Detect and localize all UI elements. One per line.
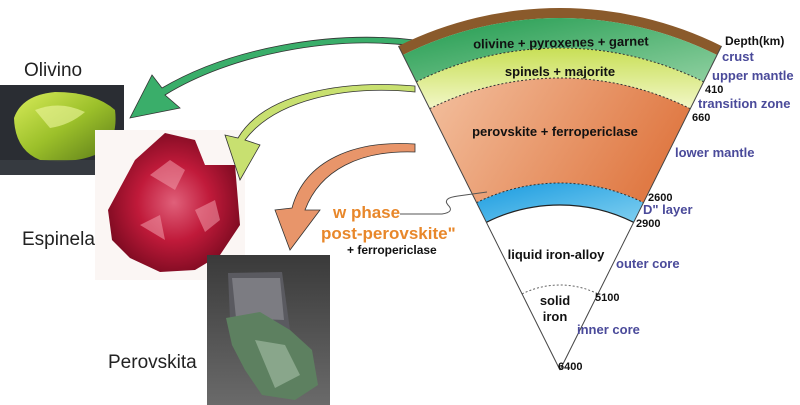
post-perovskite-line3: + ferropericlase bbox=[347, 243, 437, 257]
layer-label-lower-mantle: perovskite + ferropericlase bbox=[472, 124, 638, 139]
boundary-5100 bbox=[521, 284, 599, 295]
zone-label-inner-core: inner core bbox=[577, 322, 640, 337]
depth-header: Depth(km) bbox=[725, 34, 784, 48]
crust-band bbox=[398, 7, 722, 55]
boundary-410 bbox=[416, 47, 704, 83]
layer-label-inner-core-1: solid bbox=[540, 293, 570, 308]
spinel-arrow bbox=[224, 84, 416, 181]
earth-wedge bbox=[398, 7, 722, 371]
post-perovskite-line2: post-perovskite" bbox=[321, 224, 456, 243]
perovskite-arrow bbox=[274, 143, 416, 251]
spinel-photo bbox=[95, 130, 245, 280]
lower-mantle-band bbox=[429, 78, 691, 203]
wedge-left-edge bbox=[398, 45, 561, 371]
zone-label-crust: crust bbox=[722, 49, 754, 64]
boundary-2600 bbox=[476, 182, 644, 204]
layer-label-outer-core: liquid iron-alloy bbox=[508, 247, 606, 262]
zone-label-upper-mantle: upper mantle bbox=[712, 68, 794, 83]
depth-2900: 2900 bbox=[636, 218, 660, 230]
upper-mantle-band bbox=[402, 18, 718, 82]
core-band bbox=[486, 205, 634, 370]
post-perovskite-leader bbox=[400, 191, 488, 215]
perovskite-photo bbox=[207, 255, 330, 405]
layer-label-transition-zone: spinels + majorite bbox=[505, 64, 615, 79]
mineral-label-spinel: Espinela bbox=[22, 229, 95, 250]
mineral-label-perovskite: Perovskita bbox=[108, 352, 197, 373]
depth-5100: 5100 bbox=[595, 292, 619, 304]
layer-label-inner-core-2: iron bbox=[543, 309, 568, 324]
transition-zone-band bbox=[416, 48, 704, 109]
depth-6400: 6400 bbox=[558, 361, 582, 373]
olivine-arrow bbox=[129, 36, 416, 119]
zone-label-transition-zone: transition zone bbox=[698, 96, 790, 111]
layer-label-upper-mantle: olivine + pyroxenes + garnet bbox=[473, 33, 649, 51]
post-perovskite-line1: w phase bbox=[332, 203, 400, 222]
depth-2600: 2600 bbox=[648, 192, 672, 204]
boundary-2900 bbox=[486, 204, 634, 223]
d-layer-band bbox=[476, 182, 644, 223]
zone-label-outer-core: outer core bbox=[616, 256, 680, 271]
mineral-label-olivine: Olivino bbox=[24, 60, 83, 81]
depth-410: 410 bbox=[705, 84, 723, 96]
zone-label-lower-mantle: lower mantle bbox=[675, 145, 754, 160]
zone-label-d-layer: D" layer bbox=[643, 202, 693, 217]
wedge-right-edge bbox=[559, 45, 722, 371]
depth-660: 660 bbox=[692, 112, 710, 124]
